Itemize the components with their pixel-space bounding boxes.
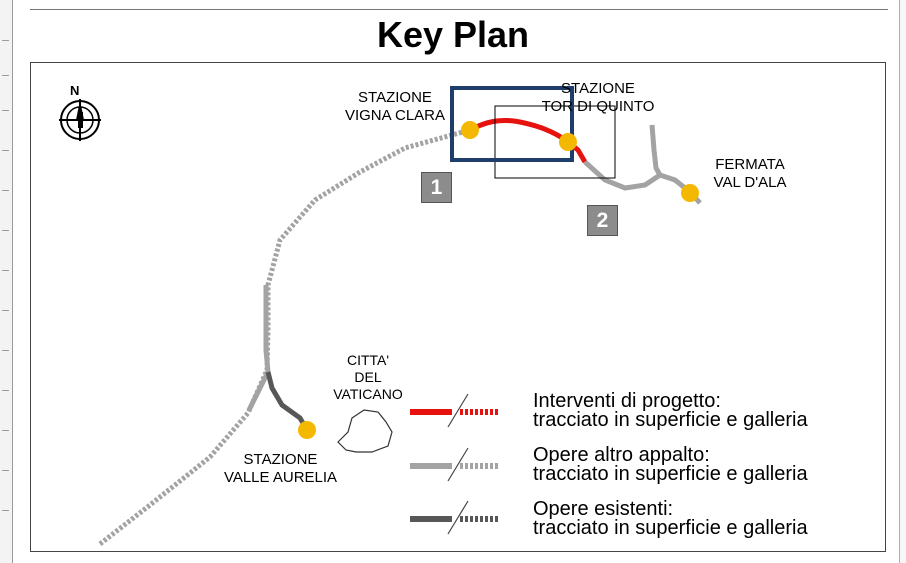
route-existing (265, 371, 310, 432)
station-valle-aurelia-line1: STAZIONE (243, 451, 318, 468)
compass-label: N (70, 83, 80, 98)
station-tor-di-quinto-line1: STAZIONE (561, 80, 635, 97)
legend-project-subtitle: tracciato in superficie e galleria (533, 409, 808, 431)
legend-other-title: Opere altro appalto: (533, 444, 710, 466)
detail-rectangle (494, 105, 616, 179)
vatican-outline (337, 409, 393, 453)
station-vigna-clara-line2: VIGNA CLARA (344, 107, 446, 124)
left-margin-strip (0, 0, 13, 563)
station-valle-aurelia-label: STAZIONE VALLE AURELIA (213, 451, 348, 487)
vatican-line1: CITTA' (346, 352, 390, 368)
station-valle-aurelia-line2: VALLE AURELIA (223, 469, 338, 486)
legend-swatch-other (410, 447, 498, 482)
legend-other-subtitle: tracciato in superficie e galleria (533, 463, 808, 485)
station-val-d-ala-label: FERMATA VAL D'ALA (700, 156, 800, 192)
right-margin-strip (899, 0, 906, 563)
vatican-line3: VATICANO (333, 386, 403, 402)
route-surface-other-a (246, 285, 271, 412)
station-val-d-ala-line1: FERMATA (715, 156, 785, 173)
map-frame (30, 62, 886, 552)
section-badge-1: 1 (421, 172, 452, 203)
legend-swatch-existing (410, 500, 498, 535)
top-rule (30, 9, 888, 10)
highlight-box (450, 86, 574, 162)
route-branch-north (649, 124, 663, 177)
legend-item-project: Interventi di progetto: tracciato in sup… (533, 390, 808, 431)
station-val-d-ala-dot (681, 184, 699, 202)
station-tor-di-quinto-dot (559, 133, 577, 151)
station-tor-di-quinto-line2: TOR DI QUINTO (541, 98, 655, 115)
legend-existing-title: Opere esistenti: (533, 498, 674, 520)
vatican-label: CITTA' DEL VATICANO (328, 352, 408, 403)
legend-project-title: Interventi di progetto: (533, 390, 721, 412)
section-badge-2: 2 (587, 205, 618, 236)
north-arrow-icon (59, 99, 101, 141)
station-vigna-clara-line1: STAZIONE (358, 89, 432, 106)
station-tor-di-quinto-label: STAZIONE TOR DI QUINTO (533, 80, 663, 116)
legend-existing-subtitle: tracciato in superficie e galleria (533, 517, 808, 539)
station-val-d-ala-line2: VAL D'ALA (713, 174, 787, 191)
legend-swatch-project (410, 393, 498, 428)
legend-item-other: Opere altro appalto: tracciato in superf… (533, 444, 808, 485)
legend-item-existing: Opere esistenti: tracciato in superficie… (533, 498, 808, 539)
vatican-line2: DEL (354, 369, 382, 385)
station-vigna-clara-dot (461, 121, 479, 139)
station-valle-aurelia-dot (298, 421, 316, 439)
page-title: Key Plan (376, 14, 530, 55)
station-vigna-clara-label: STAZIONE VIGNA CLARA (335, 89, 455, 125)
